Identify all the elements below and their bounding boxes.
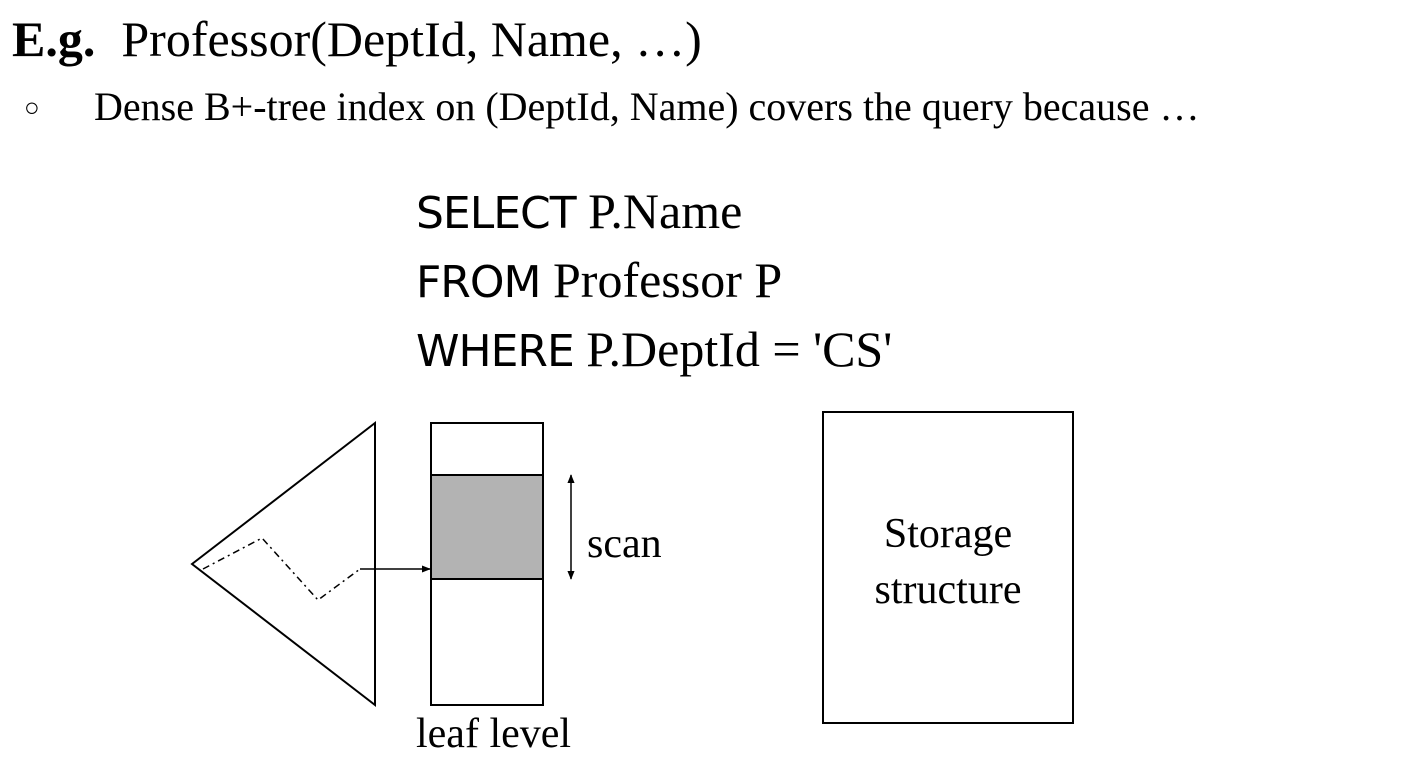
bullet-marker: ○ <box>24 93 40 122</box>
slide-heading: E.g. Professor(DeptId, Name, …) <box>12 10 702 68</box>
storage-structure-box: Storage structure <box>822 411 1074 724</box>
relation-schema: Professor(DeptId, Name, …) <box>121 11 702 67</box>
search-path <box>202 537 361 602</box>
storage-label-line1: Storage <box>883 510 1013 557</box>
bullet-text: Dense B+-tree index on (DeptId, Name) co… <box>94 84 1200 129</box>
select-target: P.Name <box>588 183 743 239</box>
from-clause: FROM Professor P <box>416 247 892 316</box>
where-condition: P.DeptId = 'CS' <box>586 321 893 377</box>
leaf-level-label: leaf level <box>416 711 572 757</box>
storage-label-line2: structure <box>874 566 1022 613</box>
btree-triangle <box>190 420 376 708</box>
sql-query: SELECT P.Name FROM Professor P WHERE P.D… <box>416 178 892 385</box>
example-prefix: E.g. <box>12 11 96 67</box>
where-keyword: WHERE <box>416 326 575 377</box>
where-clause: WHERE P.DeptId = 'CS' <box>416 316 892 385</box>
from-keyword: FROM <box>416 257 541 308</box>
scan-label: scan <box>587 521 662 567</box>
select-keyword: SELECT <box>416 188 577 239</box>
select-clause: SELECT P.Name <box>416 178 892 247</box>
bullet-point: ○ Dense B+-tree index on (DeptId, Name) c… <box>24 82 1199 133</box>
scan-region <box>430 474 544 580</box>
from-target: Professor P <box>552 252 783 308</box>
